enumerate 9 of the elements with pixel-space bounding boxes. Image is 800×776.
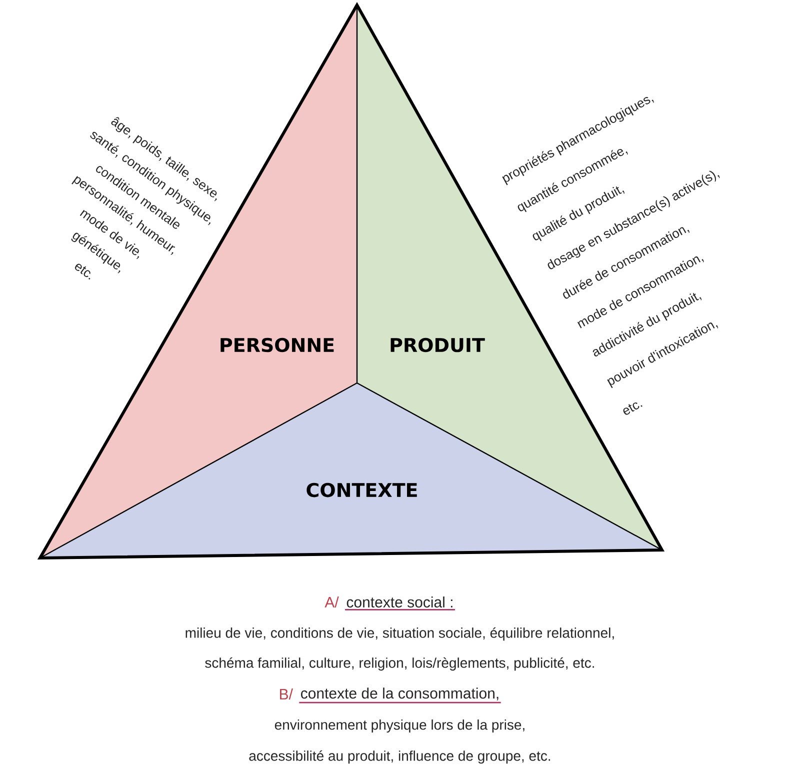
list-item: etc. (623, 402, 642, 415)
section-letter: B/ (280, 688, 293, 700)
description-text: environnement physique lors de la prise, (274, 719, 524, 733)
section-letter: A/ (324, 596, 339, 608)
section-heading: contexte de la consommation, (299, 688, 501, 704)
description-text: schéma familial, culture, religion, lois/règlements, publicité, etc. (205, 657, 594, 671)
description-text: accessibilité au produit, influence de groupe, etc. (249, 750, 550, 764)
description-text: milieu de vie, conditions de vie, situation sociale, équilibre relationnel, (186, 627, 614, 641)
section-heading: contexte social : (345, 596, 455, 610)
